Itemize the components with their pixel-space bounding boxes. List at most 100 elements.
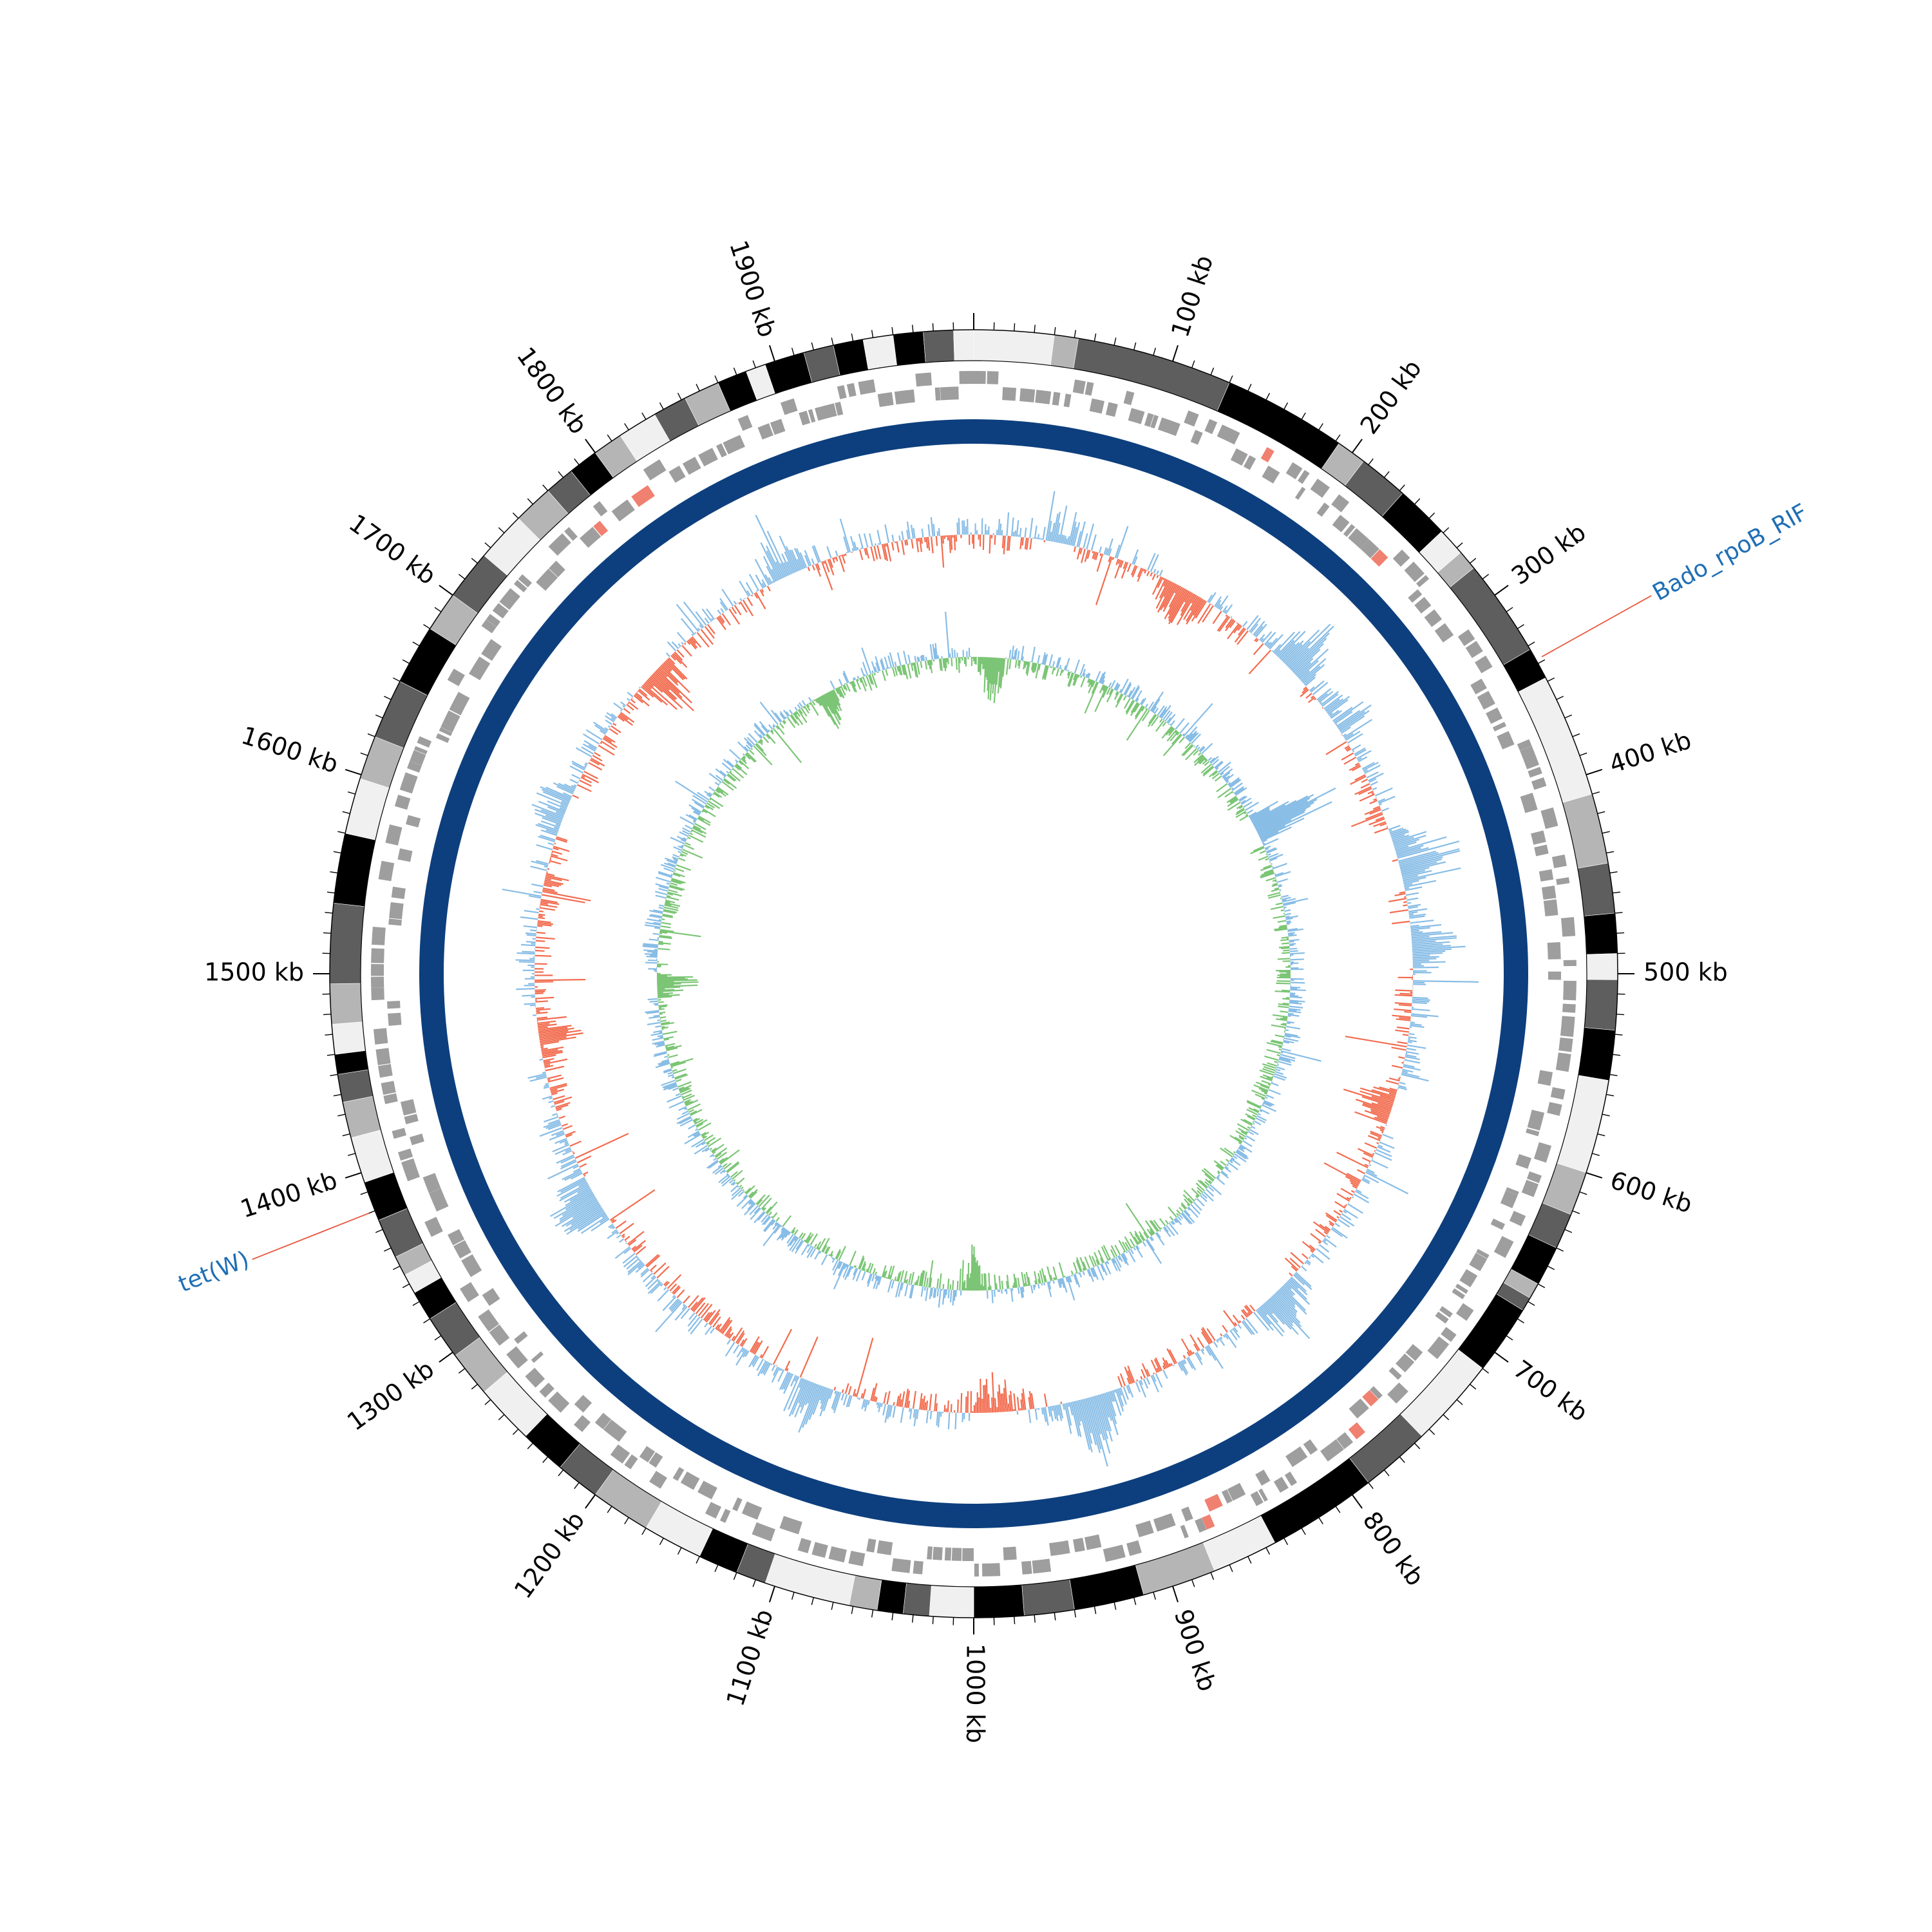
gc-content-bar	[873, 545, 878, 560]
gc-content-bar	[1332, 706, 1353, 722]
gc-skew-bar	[1282, 898, 1309, 905]
gc-content-bar	[1411, 935, 1430, 939]
gc-content-bar	[794, 1376, 799, 1382]
gene-feature	[387, 1001, 401, 1009]
gc-skew-bar	[784, 716, 788, 719]
minor-tick	[714, 1564, 719, 1573]
gc-skew-bar	[815, 699, 819, 704]
gc-skew-bar	[755, 743, 764, 752]
gc-content-bar	[585, 729, 603, 741]
gc-content-bar	[898, 1393, 902, 1407]
gc-content-bar	[1406, 1044, 1426, 1049]
gc-content-bar	[565, 1193, 594, 1211]
gc-skew-bar	[789, 1236, 797, 1246]
gc-skew-bar	[1210, 755, 1219, 764]
gc-skew-bar	[657, 978, 688, 981]
gc-content-bar	[1325, 1226, 1331, 1231]
gc-skew-bar	[1133, 703, 1141, 713]
gc-skew-bar	[869, 674, 875, 685]
gene-feature	[1405, 1343, 1423, 1361]
gene-feature	[1089, 398, 1105, 414]
gc-skew-bar	[1281, 947, 1290, 950]
gc-skew-bar	[1262, 1104, 1277, 1112]
gc-skew-bar	[994, 1274, 997, 1290]
gc-skew-bar	[657, 988, 665, 990]
gc-skew-bar	[1124, 683, 1132, 696]
gc-skew-bar	[861, 1261, 866, 1271]
gc-skew-bar	[665, 1046, 668, 1048]
gc-skew-bar	[1231, 782, 1243, 791]
minor-tick	[1470, 558, 1477, 564]
gc-skew-bar	[1176, 732, 1180, 736]
gc-skew-bar	[643, 949, 658, 952]
gc-skew-bar	[851, 681, 857, 693]
gc-skew-bar	[668, 889, 678, 893]
gc-content-bar	[544, 1063, 551, 1066]
gc-skew-bar	[728, 772, 741, 782]
gc-content-bar	[1350, 813, 1383, 828]
gc-skew-bar	[1268, 1088, 1281, 1095]
gc-skew-bar	[742, 1189, 744, 1191]
gc-content-bar	[583, 770, 598, 779]
gc-content-bar	[1403, 867, 1461, 882]
gc-content-bar	[667, 658, 688, 680]
gc-content-bar	[1095, 552, 1099, 560]
gc-content-bar	[1229, 1330, 1238, 1341]
gc-skew-bar	[1134, 705, 1143, 717]
gc-content-bar	[781, 1372, 791, 1390]
minor-tick	[1616, 1014, 1625, 1016]
gc-content-bar	[635, 1264, 645, 1273]
gc-skew-bar	[1193, 1201, 1202, 1211]
gc-content-bar	[1096, 553, 1104, 572]
gc-skew-bar	[1176, 1209, 1181, 1215]
gc-skew-bar	[1281, 895, 1289, 898]
gc-content-bar	[822, 1388, 832, 1412]
gene-feature	[649, 1470, 667, 1489]
gc-content-bar	[793, 547, 804, 569]
gc-content-bar	[528, 895, 542, 899]
gc-skew-bar	[1219, 766, 1230, 775]
contig-block	[1021, 1578, 1075, 1616]
gc-content-bar	[1237, 625, 1242, 631]
gc-skew-bar	[750, 1191, 758, 1199]
gc-content-bar	[572, 1151, 574, 1153]
gc-skew-bar	[832, 1259, 838, 1271]
gc-skew-bar	[910, 1271, 914, 1285]
gene-feature	[1230, 448, 1248, 466]
gc-content-bar	[1408, 905, 1418, 909]
gc-content-bar	[1003, 535, 1006, 554]
gene-feature	[1517, 739, 1532, 751]
gc-content-bar	[1215, 600, 1222, 608]
gc-content-bar	[1331, 1228, 1343, 1238]
gc-content-bar	[1399, 856, 1443, 869]
gc-content-bar	[1293, 649, 1321, 674]
gc-content-bar	[691, 1297, 704, 1312]
gene-feature	[381, 1081, 396, 1095]
gc-skew-bar	[920, 661, 923, 668]
gc-content-bar	[1412, 945, 1451, 949]
gc-skew-bar	[924, 660, 928, 670]
gc-skew-bar	[1271, 1039, 1283, 1044]
gc-skew-bar	[1268, 853, 1279, 858]
gc-content-bar	[761, 579, 767, 587]
minor-tick	[1399, 1456, 1405, 1463]
gc-content-bar	[1137, 567, 1142, 578]
gc-content-bar	[1361, 762, 1375, 770]
gc-content-bar	[543, 1121, 561, 1128]
gc-skew-bar	[955, 657, 958, 670]
gc-skew-bar	[1227, 801, 1241, 811]
gc-content-bar	[1267, 1300, 1299, 1335]
gc-content-bar	[1327, 696, 1350, 714]
gc-content-bar	[560, 1159, 576, 1168]
minor-tick	[1133, 342, 1137, 350]
gc-skew-bar	[875, 1274, 878, 1280]
gc-content-bar	[1276, 1291, 1298, 1312]
gc-skew-bar	[670, 878, 683, 884]
gc-content-bar	[543, 884, 553, 887]
gc-content-bar	[1006, 512, 1010, 536]
gc-content-bar	[1374, 1151, 1392, 1161]
gc-content-bar	[1180, 592, 1193, 612]
gc-content-bar	[672, 654, 682, 665]
gc-skew-bar	[1174, 1218, 1179, 1224]
gc-skew-bar	[989, 657, 992, 684]
